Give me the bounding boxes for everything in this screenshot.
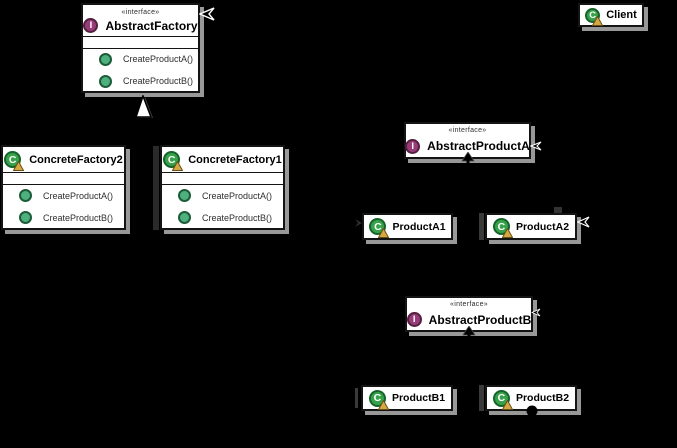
method-visibility-icon (178, 211, 191, 224)
method-label: CreateProductA() (123, 54, 194, 64)
class-icon: C (369, 218, 390, 238)
dependency-arrowhead[interactable] (577, 216, 590, 228)
warning-badge-icon (592, 15, 604, 26)
interface-icon: I (405, 138, 421, 154)
node-title: AbstractProductB (428, 312, 532, 327)
methods-compartment: CreateProductA() CreateProductB() (83, 48, 198, 91)
node-concretefactory1[interactable]: C ConcreteFactory1 CreateProductA() Crea… (160, 145, 285, 230)
connector-shadow (479, 385, 484, 411)
method-visibility-icon (99, 74, 112, 88)
class-icon: C (492, 389, 513, 410)
warning-badge-icon (501, 399, 513, 410)
interface-icon: I (406, 312, 422, 327)
method-row: CreateProductA() (19, 189, 124, 202)
method-visibility-icon (99, 52, 112, 66)
connector-shadow (479, 213, 484, 240)
method-row: CreateProductB() (19, 211, 124, 224)
node-productb1[interactable]: C ProductB1 (361, 385, 453, 411)
class-icon: C (585, 7, 604, 26)
connector-shadow (355, 388, 358, 408)
warning-badge-icon (501, 228, 513, 238)
method-visibility-icon (19, 189, 32, 202)
method-label: CreateProductB() (43, 212, 114, 223)
connector-shadow (153, 146, 159, 230)
dependency-arrowhead[interactable] (531, 308, 541, 317)
fields-compartment (162, 172, 283, 184)
node-title: Client (606, 9, 637, 21)
methods-compartment: CreateProductA() CreateProductB() (162, 184, 283, 228)
node-title: AbstractProductA (427, 139, 530, 153)
dependency-arrowhead[interactable] (354, 218, 363, 228)
method-row: CreateProductA() (178, 189, 283, 202)
warning-badge-icon (172, 161, 184, 171)
node-title: ProductA1 (392, 220, 446, 233)
node-client[interactable]: C Client (578, 3, 644, 27)
method-label: CreateProductB() (202, 212, 273, 223)
warning-badge-icon (13, 161, 25, 171)
method-label: CreateProductA() (202, 190, 273, 201)
node-title: ProductB2 (515, 392, 570, 404)
method-visibility-icon (19, 211, 32, 224)
node-title: ProductA2 (515, 220, 570, 233)
node-producta1[interactable]: C ProductA1 (362, 213, 453, 240)
realization-arrowhead[interactable] (133, 95, 155, 120)
node-abstractfactory[interactable]: «interface» I AbstractFactory CreateProd… (81, 3, 200, 93)
stereotype-label: «interface» (448, 127, 487, 134)
class-icon: C (492, 218, 513, 238)
dependency-arrowhead[interactable] (462, 326, 476, 339)
warning-badge-icon (378, 228, 390, 238)
class-icon: C (368, 389, 389, 410)
stereotype-label: «interface» (121, 9, 160, 16)
class-icon: C (163, 151, 184, 171)
dependency-arrowhead[interactable] (526, 405, 538, 417)
connector-anchor (554, 207, 562, 213)
method-visibility-icon (178, 189, 191, 202)
methods-compartment: CreateProductA() CreateProductB() (3, 184, 124, 228)
stereotype-label: «interface» (450, 301, 488, 308)
node-title: AbstractFactory (105, 18, 198, 33)
node-producta2[interactable]: C ProductA2 (485, 213, 577, 240)
fields-compartment (83, 36, 198, 48)
node-concretefactory2[interactable]: C ConcreteFactory2 CreateProductA() Crea… (1, 145, 126, 230)
interface-icon: I (83, 18, 99, 33)
method-label: CreateProductA() (43, 190, 114, 201)
method-row: CreateProductB() (178, 211, 283, 224)
node-title: ConcreteFactory1 (188, 153, 282, 166)
node-title: ConcreteFactory2 (29, 153, 123, 166)
dependency-arrowhead[interactable] (461, 152, 475, 165)
class-icon: C (4, 151, 25, 171)
dependency-arrowhead[interactable] (199, 7, 215, 21)
fields-compartment (3, 172, 124, 184)
method-row: CreateProductB() (99, 74, 198, 88)
warning-badge-icon (377, 399, 389, 410)
method-row: CreateProductA() (99, 52, 198, 66)
method-label: CreateProductB() (123, 76, 194, 86)
node-title: ProductB1 (391, 392, 446, 404)
dependency-arrowhead[interactable] (530, 141, 542, 151)
